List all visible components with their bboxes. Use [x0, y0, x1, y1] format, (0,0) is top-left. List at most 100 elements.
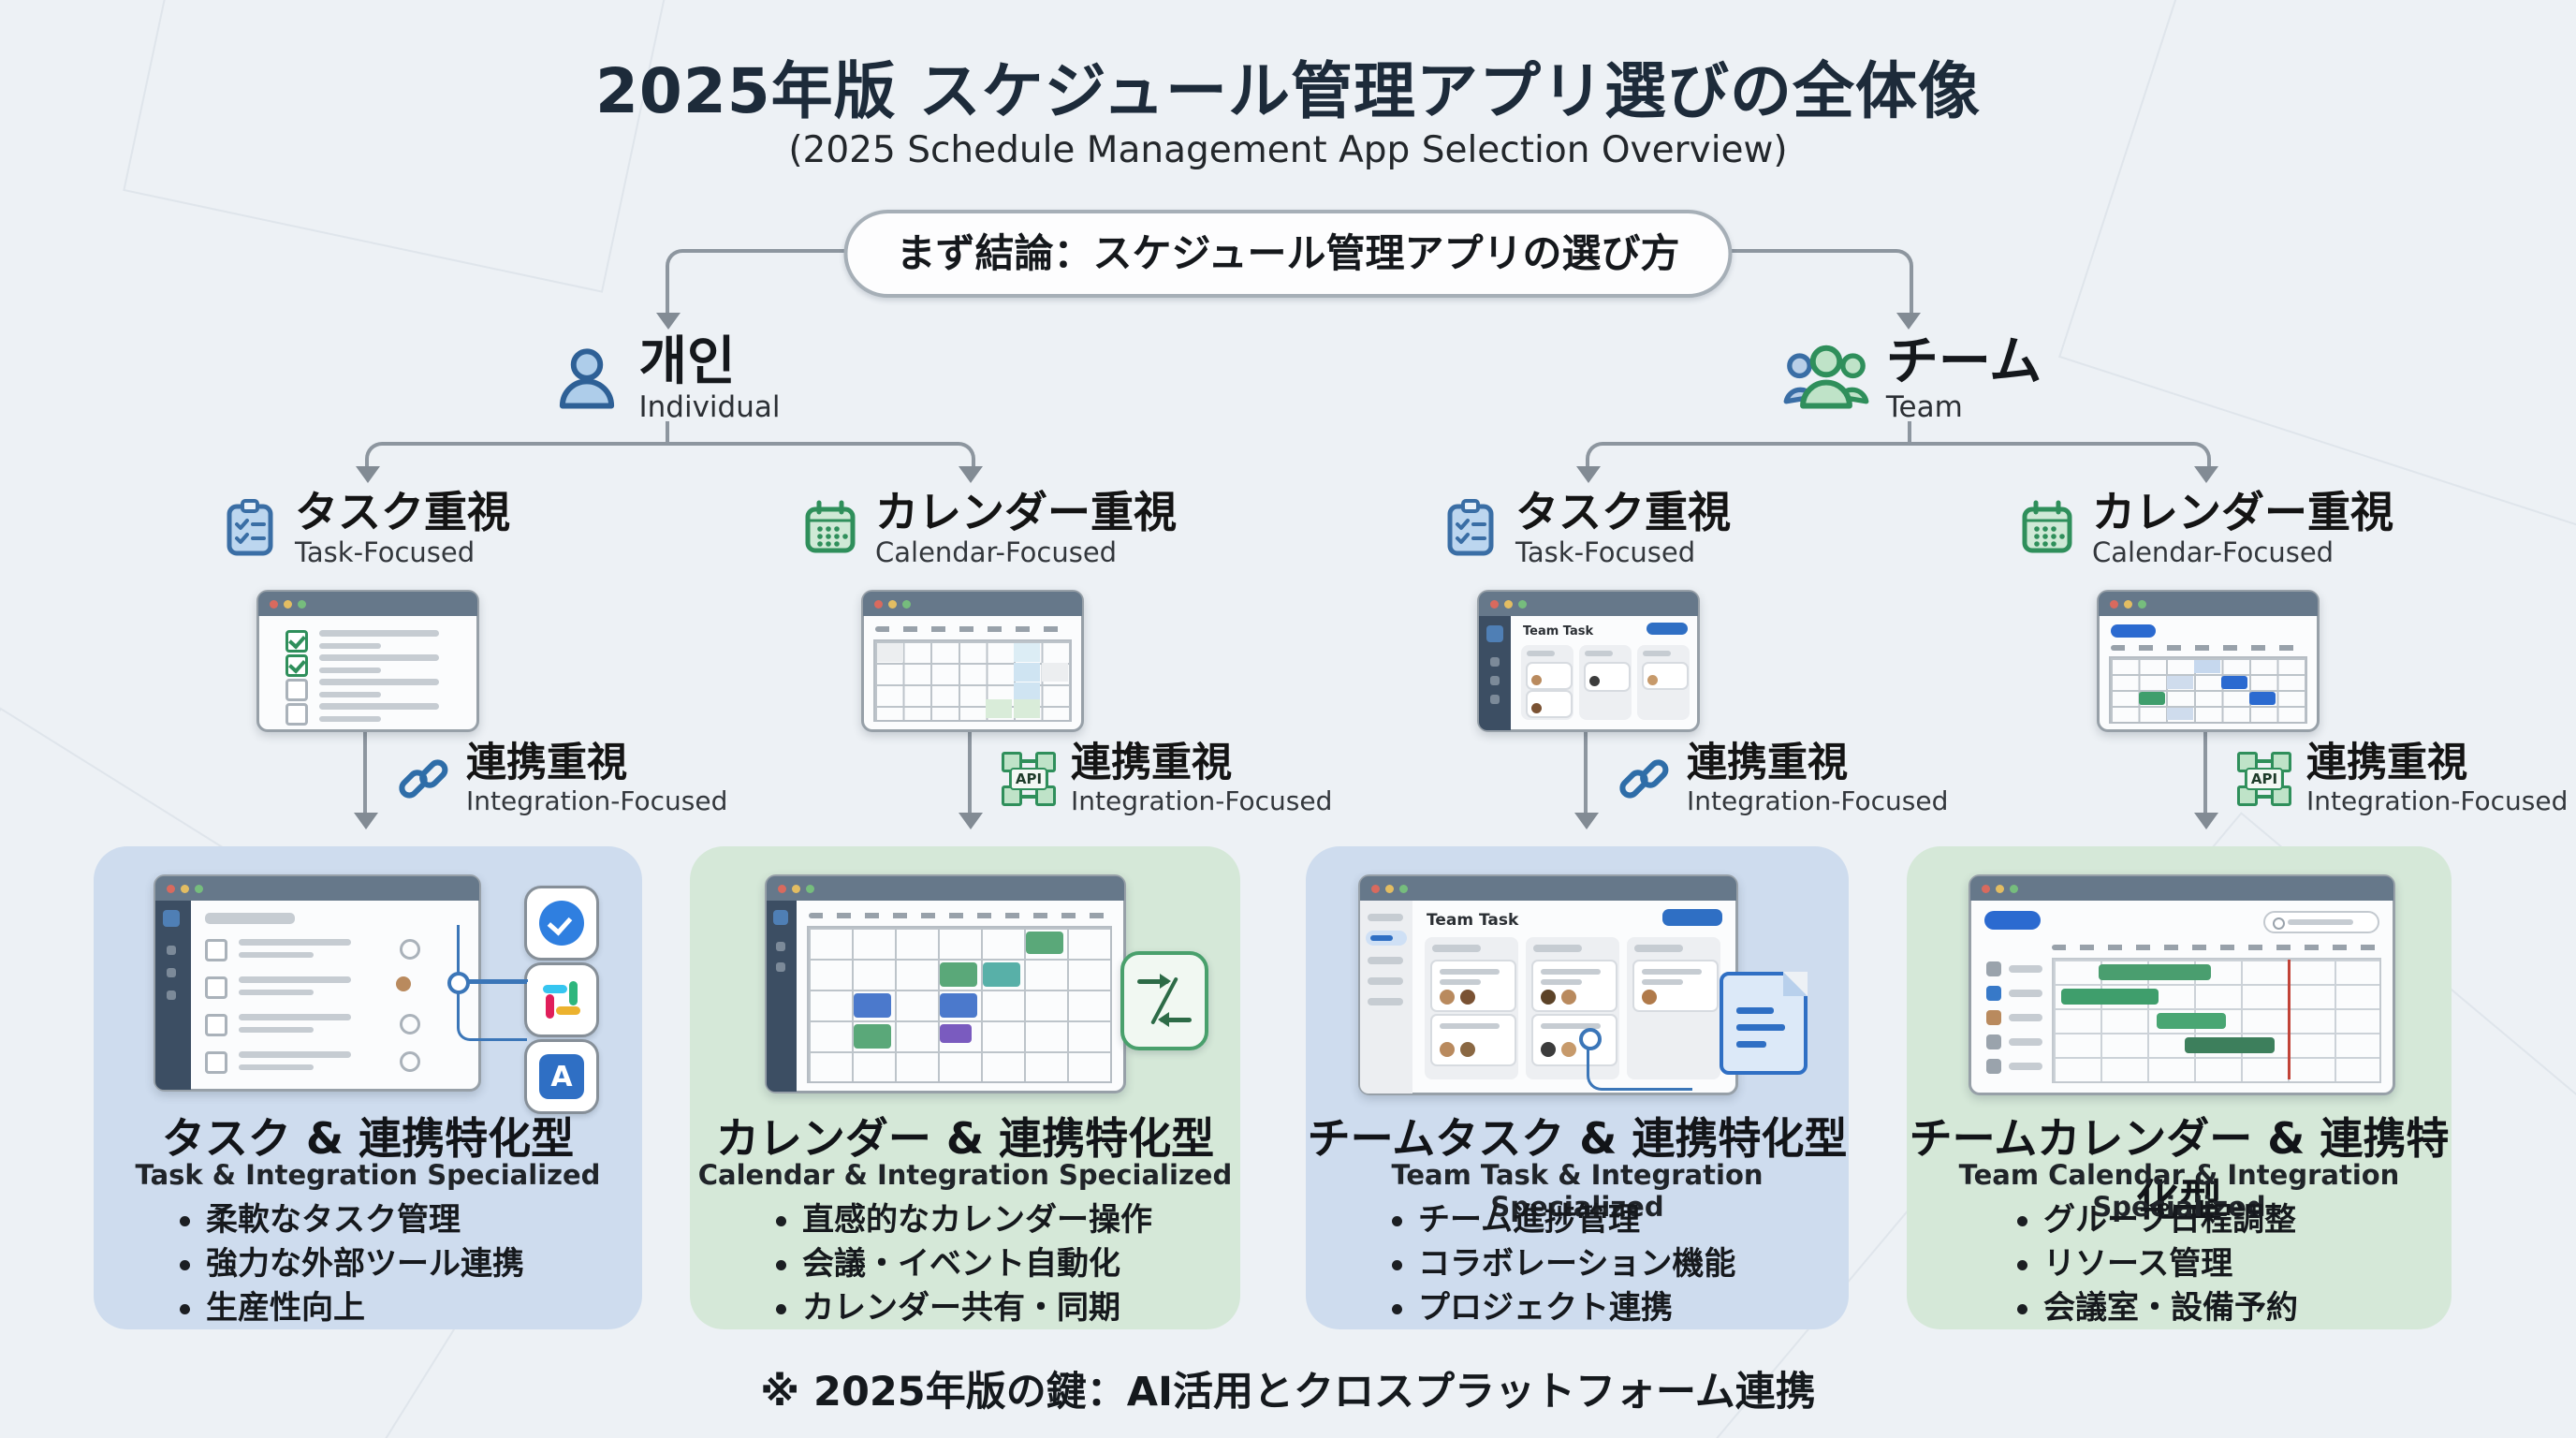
text-line — [319, 716, 381, 722]
calendar-event — [986, 699, 1012, 718]
kanban-card — [1584, 662, 1631, 692]
branch-team-labels: チーム Team — [1885, 331, 2042, 424]
sidebar-item-icon — [1490, 676, 1500, 685]
column-header-labels: タスク重視 Task-Focused — [295, 489, 510, 568]
text-line — [239, 952, 314, 958]
column-header-en: Calendar-Focused — [875, 536, 1118, 568]
calendar-grid — [2109, 656, 2307, 724]
document-icon — [1720, 972, 1808, 1075]
result-illustration — [1907, 869, 2452, 1097]
integration-label-3: 連携重視 Integration-Focused — [1617, 741, 1948, 816]
day-headers — [2111, 645, 2305, 651]
mini-window-task-list — [256, 590, 479, 732]
sidebar-logo — [1486, 625, 1503, 642]
text-line — [319, 643, 381, 649]
branch-individual-label-jp: 개인 — [638, 331, 736, 392]
sidebar-item-icon — [167, 968, 176, 977]
text-line — [239, 1027, 314, 1033]
window-titlebar — [1970, 876, 2393, 901]
integration-en: Integration-Focused — [2306, 785, 2569, 817]
result-illustration: Team Task — [1306, 869, 1849, 1097]
text-lines — [319, 654, 439, 673]
kanban-column — [1627, 937, 1720, 1079]
checkbox-empty-icon — [285, 703, 308, 726]
avatar — [396, 976, 411, 991]
connector-team-calendar-to-result — [2203, 728, 2207, 816]
text-line — [239, 976, 351, 983]
primary-button — [1647, 623, 1688, 635]
integration-jp: 連携重視 — [466, 740, 627, 786]
checkbox-empty-icon — [205, 939, 227, 961]
sidebar-logo — [163, 910, 180, 927]
avatar — [1460, 990, 1475, 1005]
column-title-bar — [1643, 651, 1671, 656]
column-header-en: Task-Focused — [295, 536, 476, 568]
row-icon — [1986, 1010, 2001, 1025]
api-icon-text: API — [1009, 768, 1048, 791]
task-row — [205, 976, 411, 999]
column-header-individual-calendar: カレンダー重視 Calendar-Focused — [792, 489, 1185, 568]
event-blue — [940, 993, 977, 1018]
column-title-bar — [1533, 945, 1582, 952]
day-headers — [809, 913, 1110, 918]
gantt-bar-green — [2099, 964, 2211, 980]
link-icon — [399, 759, 448, 799]
arrow-down-icon — [356, 466, 380, 483]
connector-individual-stem — [666, 421, 669, 444]
column-header-labels: タスク重視 Task-Focused — [1515, 489, 1731, 568]
sidebar-item-icon — [1490, 695, 1500, 704]
window-sidebar — [1479, 616, 1511, 730]
event-green — [854, 1024, 891, 1049]
sidebar-item-icon — [167, 946, 176, 955]
integration-en: Integration-Focused — [466, 785, 728, 817]
avatar — [1561, 1042, 1576, 1057]
text-lines — [319, 703, 439, 722]
a-letter-icon: A — [539, 1054, 584, 1099]
result-title-jp: チームタスク & 連携特化型 — [1307, 1113, 1848, 1164]
avatar — [1531, 675, 1542, 685]
result-box-team-task-integration: Team Task — [1306, 846, 1849, 1329]
calendar-icon — [2022, 500, 2072, 553]
text-line — [319, 703, 439, 710]
gantt-bar-green — [2061, 989, 2159, 1005]
integration-label-4: API 連携重視 Integration-Focused — [2237, 741, 2568, 816]
integration-labels: 連携重視 Integration-Focused — [466, 741, 727, 816]
row-label-bar — [2009, 1038, 2042, 1046]
row-label-bar — [2009, 1014, 2042, 1021]
integration-labels: 連携重視 Integration-Focused — [1071, 741, 1332, 816]
status-circle-icon — [400, 1014, 420, 1034]
task-row — [285, 703, 439, 726]
event-green — [1026, 932, 1063, 954]
search-input[interactable] — [2263, 911, 2379, 933]
branch-team: チーム Team — [1767, 331, 2057, 424]
connector-team-to-task — [1586, 442, 1913, 474]
a-app-icon: A — [524, 1039, 599, 1114]
arrow-down-icon — [2194, 813, 2218, 829]
connector-calendar-to-result — [968, 728, 972, 816]
calendar-cell-shaded — [877, 643, 903, 662]
gantt-grid — [2052, 958, 2381, 1083]
calendar-event-blue — [2249, 692, 2276, 705]
kanban-column — [1526, 937, 1619, 1079]
arrow-down-icon — [656, 313, 681, 330]
column-header-labels: カレンダー重視 Calendar-Focused — [2092, 489, 2393, 568]
connector-individual-to-calendar — [667, 442, 975, 474]
clipboard-check-icon — [227, 499, 273, 556]
integration-en: Integration-Focused — [1687, 785, 1949, 817]
calendar-cell-shaded — [2194, 660, 2220, 673]
kanban-card — [1430, 960, 1516, 1012]
traffic-lights-icon — [167, 884, 175, 893]
arrow-down-icon — [1576, 466, 1601, 483]
avatar — [1647, 675, 1658, 685]
connector-team-to-calendar — [1910, 442, 2211, 474]
sidebar-item-icon — [167, 990, 176, 1000]
integration-labels: 連携重視 Integration-Focused — [1687, 741, 1948, 816]
connector-team-task-to-result — [1584, 728, 1588, 816]
illustration-window-team-calendar — [1969, 874, 2395, 1095]
sync-arrows-icon — [1120, 951, 1208, 1050]
calendar-grid — [873, 639, 1072, 722]
branch-team-label-jp: チーム — [1885, 331, 2042, 392]
result-title-jp: カレンダー & 連携特化型 — [715, 1113, 1215, 1164]
column-header-individual-task: タスク重視 Task-Focused — [187, 489, 543, 568]
primary-button — [2111, 624, 2156, 638]
